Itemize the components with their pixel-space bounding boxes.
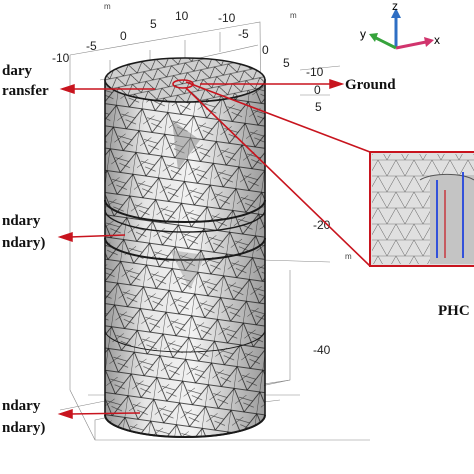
right-tick-3: 5 [315,100,322,114]
top-tick-5: 10 [175,9,189,23]
triad-z-label: z [392,0,398,13]
top-tick-8: 0 [262,43,269,57]
unit-label-vertical: m [345,252,352,261]
label-top-left-1: dary [2,63,33,79]
right-tick-2: 0 [314,83,321,97]
axis-ticks: m -10 -5 0 5 10 -10 -5 0 5 m -10 0 5 -20… [52,2,352,357]
unit-label-right: m [290,11,297,20]
mesh-cylinder [104,57,266,438]
xyz-triad-icon: z x y [360,0,440,50]
top-tick-9: 5 [283,56,290,70]
top-tick-7: -5 [238,27,249,41]
label-top-left-2: ransfer [2,83,49,99]
top-tick-2: -5 [86,39,97,53]
triad-y-label: y [360,27,366,41]
label-bottom-left-1: ndary [2,398,41,414]
label-middle-left-1: ndary [2,213,41,229]
unit-label-top: m [104,2,111,11]
right-tick-1: -10 [306,65,324,79]
inset-caption: PHC [438,303,470,319]
top-tick-1: -10 [52,51,70,65]
top-tick-3: 0 [120,29,127,43]
inset-zoom: PHC [185,81,474,319]
label-middle-left-2: ndary) [2,235,45,251]
vertical-tick-2: -40 [313,343,331,357]
top-tick-4: 5 [150,17,157,31]
annotation-labels: dary ransfer Ground ndary ndary) ndary n… [2,63,396,436]
label-bottom-left-2: ndary) [2,420,45,436]
vertical-tick-1: -20 [313,218,331,232]
label-ground: Ground [345,77,396,93]
triad-x-label: x [434,33,440,47]
annotation-arrows [57,78,345,420]
top-tick-6: -10 [218,11,236,25]
